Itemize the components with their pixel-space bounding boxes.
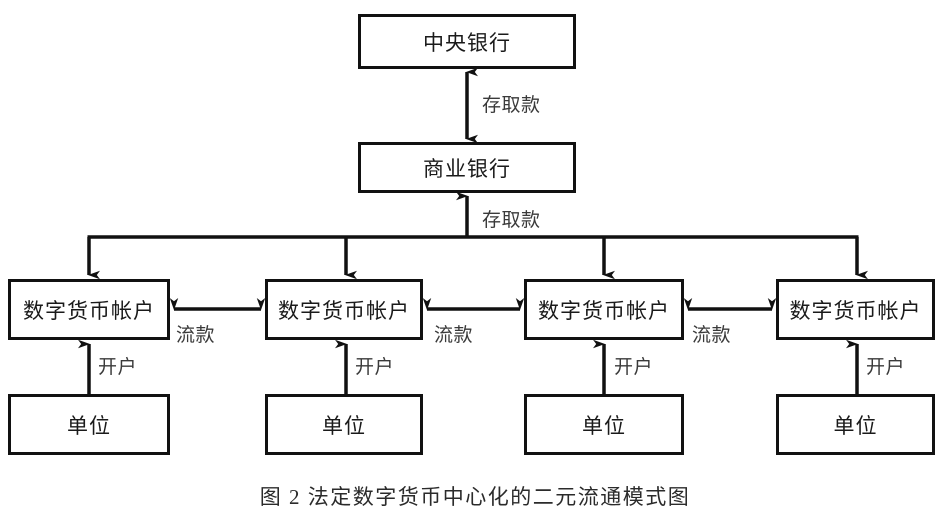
edge-label-fund-flow-1: 流款 bbox=[176, 325, 216, 346]
node-account-label: 数字货币帐户 bbox=[789, 298, 922, 323]
node-digital-currency-account-4[interactable]: 数字货币帐户 bbox=[776, 279, 935, 340]
figure-caption: 图 2 法定数字货币中心化的二元流通模式图 bbox=[259, 485, 691, 509]
edge-label-open-account-3: 开户 bbox=[614, 357, 654, 378]
node-unit-label: 单位 bbox=[322, 413, 366, 438]
node-unit-1[interactable]: 单位 bbox=[8, 394, 170, 455]
node-unit-2[interactable]: 单位 bbox=[265, 394, 423, 455]
node-central-bank[interactable]: 中央银行 bbox=[358, 14, 576, 69]
node-unit-label: 单位 bbox=[582, 413, 626, 438]
edge-label-fund-flow-2: 流款 bbox=[434, 325, 474, 346]
edge-label-open-account-4: 开户 bbox=[866, 357, 906, 378]
node-digital-currency-account-1[interactable]: 数字货币帐户 bbox=[8, 279, 170, 340]
node-unit-4[interactable]: 单位 bbox=[776, 394, 935, 455]
node-account-label: 数字货币帐户 bbox=[538, 298, 670, 323]
edge-label-deposit-withdraw-bottom: 存取款 bbox=[482, 210, 541, 231]
node-digital-currency-account-3[interactable]: 数字货币帐户 bbox=[524, 279, 684, 340]
node-account-label: 数字货币帐户 bbox=[278, 298, 410, 323]
node-account-label: 数字货币帐户 bbox=[23, 298, 155, 323]
edge-label-deposit-withdraw-top: 存取款 bbox=[482, 95, 541, 116]
node-central-bank-label: 中央银行 bbox=[423, 30, 511, 55]
node-unit-label: 单位 bbox=[67, 413, 111, 438]
edge-label-fund-flow-3: 流款 bbox=[692, 325, 732, 346]
node-commercial-bank-label: 商业银行 bbox=[423, 156, 511, 181]
node-unit-3[interactable]: 单位 bbox=[524, 394, 684, 455]
edge-label-open-account-1: 开户 bbox=[98, 357, 138, 378]
node-commercial-bank[interactable]: 商业银行 bbox=[358, 142, 576, 193]
node-digital-currency-account-2[interactable]: 数字货币帐户 bbox=[265, 279, 423, 340]
edge-label-open-account-2: 开户 bbox=[355, 357, 395, 378]
node-unit-label: 单位 bbox=[833, 413, 878, 438]
